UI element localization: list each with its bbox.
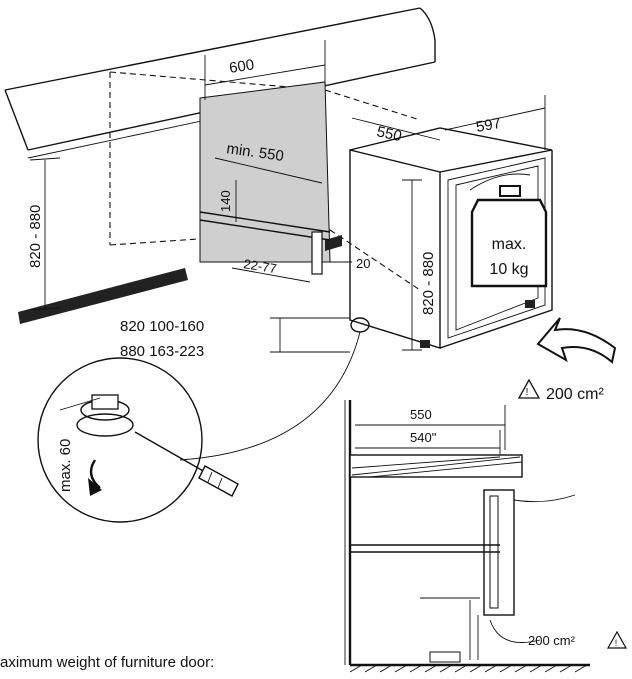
dim-appliance-width: 597 — [444, 95, 546, 150]
ventilation-main: ! 200 cm² — [517, 378, 604, 403]
width-top-label: 600 — [228, 56, 255, 77]
section-depth-label: 550 — [410, 407, 432, 422]
offset-label: 22-77 — [243, 256, 278, 276]
ventilation-section-label: 200 cm² — [528, 633, 576, 648]
ventilation-main-label: 200 cm² — [546, 386, 604, 403]
weight-line1: max. — [492, 236, 527, 253]
niche-back-wall — [199, 81, 331, 263]
appliance-height-label: 820 - 880 — [420, 252, 437, 315]
dim-appliance-height: 820 - 880 — [402, 179, 437, 351]
dim-offset: 22-77 — [231, 256, 311, 283]
plinth-row1: 820 100-160 — [120, 318, 204, 335]
appliance-width-label: 597 — [475, 115, 503, 136]
svg-text:!: ! — [526, 387, 529, 398]
screwdriver-icon — [134, 431, 239, 497]
dim-width-top: 600 — [204, 40, 326, 100]
foot-detail: max. 60 — [37, 331, 361, 523]
plinth-row2: 880 163-223 — [120, 343, 204, 360]
dim-appliance-depth: 550 — [351, 117, 441, 145]
weight-icon: max. 10 kg — [470, 185, 548, 288]
appliance-body — [349, 127, 553, 349]
caption-text: aximum weight of furniture door: — [0, 654, 215, 671]
foot-adjust-label: max. 60 — [57, 439, 74, 492]
appliance-depth-label: 550 — [375, 123, 403, 145]
plinth-table: 820 100-160 880 163-223 — [120, 317, 350, 360]
weight-line2: 10 kg — [489, 261, 528, 278]
dim-niche-height: 820 - 880 — [27, 157, 61, 311]
plinth — [18, 211, 342, 324]
cross-section: 550 540" 200 cm² ! — [344, 400, 628, 673]
svg-text:!: ! — [615, 638, 618, 648]
dim-side-gap: 20 — [330, 256, 370, 271]
side-gap-label: 20 — [356, 256, 370, 271]
section-depth-inner-label: 540" — [410, 430, 437, 445]
niche-height-label: 820 - 880 — [27, 205, 44, 268]
airflow-arrow-icon — [536, 317, 617, 364]
dim-plinth-gap: 140 — [218, 180, 237, 222]
plinth-gap-label: 140 — [218, 190, 233, 212]
